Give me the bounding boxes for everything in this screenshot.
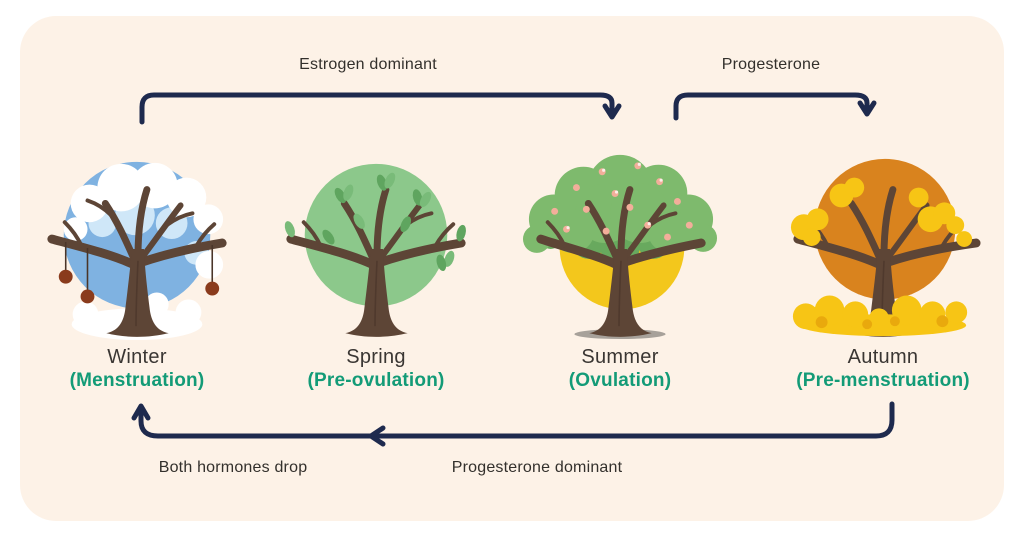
season-phase-summer: (Ovulation) — [568, 370, 672, 391]
season-name-winter: Winter — [107, 346, 167, 368]
progesterone-arrow — [673, 92, 870, 121]
estrogen-dominant-label: Estrogen dominant — [299, 56, 437, 73]
season-name-summer: Summer — [581, 346, 659, 368]
autumn-tree-icon — [790, 158, 981, 337]
winter-tree-icon — [47, 161, 227, 341]
spring-tree-icon — [284, 163, 466, 337]
return-arrowhead-up — [131, 403, 151, 421]
season-name-autumn: Autumn — [847, 346, 919, 368]
progesterone-arrowhead-down — [857, 100, 877, 117]
season-autumn: Autumn (Pre-menstruation) — [773, 146, 993, 392]
progesterone-label: Progesterone — [721, 56, 821, 73]
season-name-spring: Spring — [346, 346, 406, 368]
both-hormones-drop-label: Both hormones drop — [158, 459, 308, 476]
season-summer: Summer (Ovulation) — [510, 146, 730, 392]
season-phase-winter: (Menstruation) — [69, 370, 205, 391]
estrogen-arrow — [139, 92, 615, 125]
fruit-strings — [64, 242, 214, 291]
fallen-leaf-mounds — [792, 295, 968, 337]
blossoms — [551, 162, 693, 241]
summer-tree-icon — [522, 154, 718, 340]
estrogen-arrowhead-down — [602, 103, 622, 120]
hanging-fruits — [58, 269, 220, 304]
season-phase-autumn: (Pre-menstruation) — [796, 370, 970, 391]
return-mid-chevron-left — [368, 425, 386, 447]
leaf-buds — [284, 172, 466, 272]
season-spring: Spring (Pre-ovulation) — [266, 146, 486, 392]
season-phase-spring: (Pre-ovulation) — [307, 370, 445, 391]
yellow-leaf-clusters — [790, 177, 973, 247]
season-winter: Winter (Menstruation) — [27, 146, 247, 392]
progesterone-dominant-label: Progesterone dominant — [451, 459, 623, 476]
return-arrow — [138, 401, 895, 439]
